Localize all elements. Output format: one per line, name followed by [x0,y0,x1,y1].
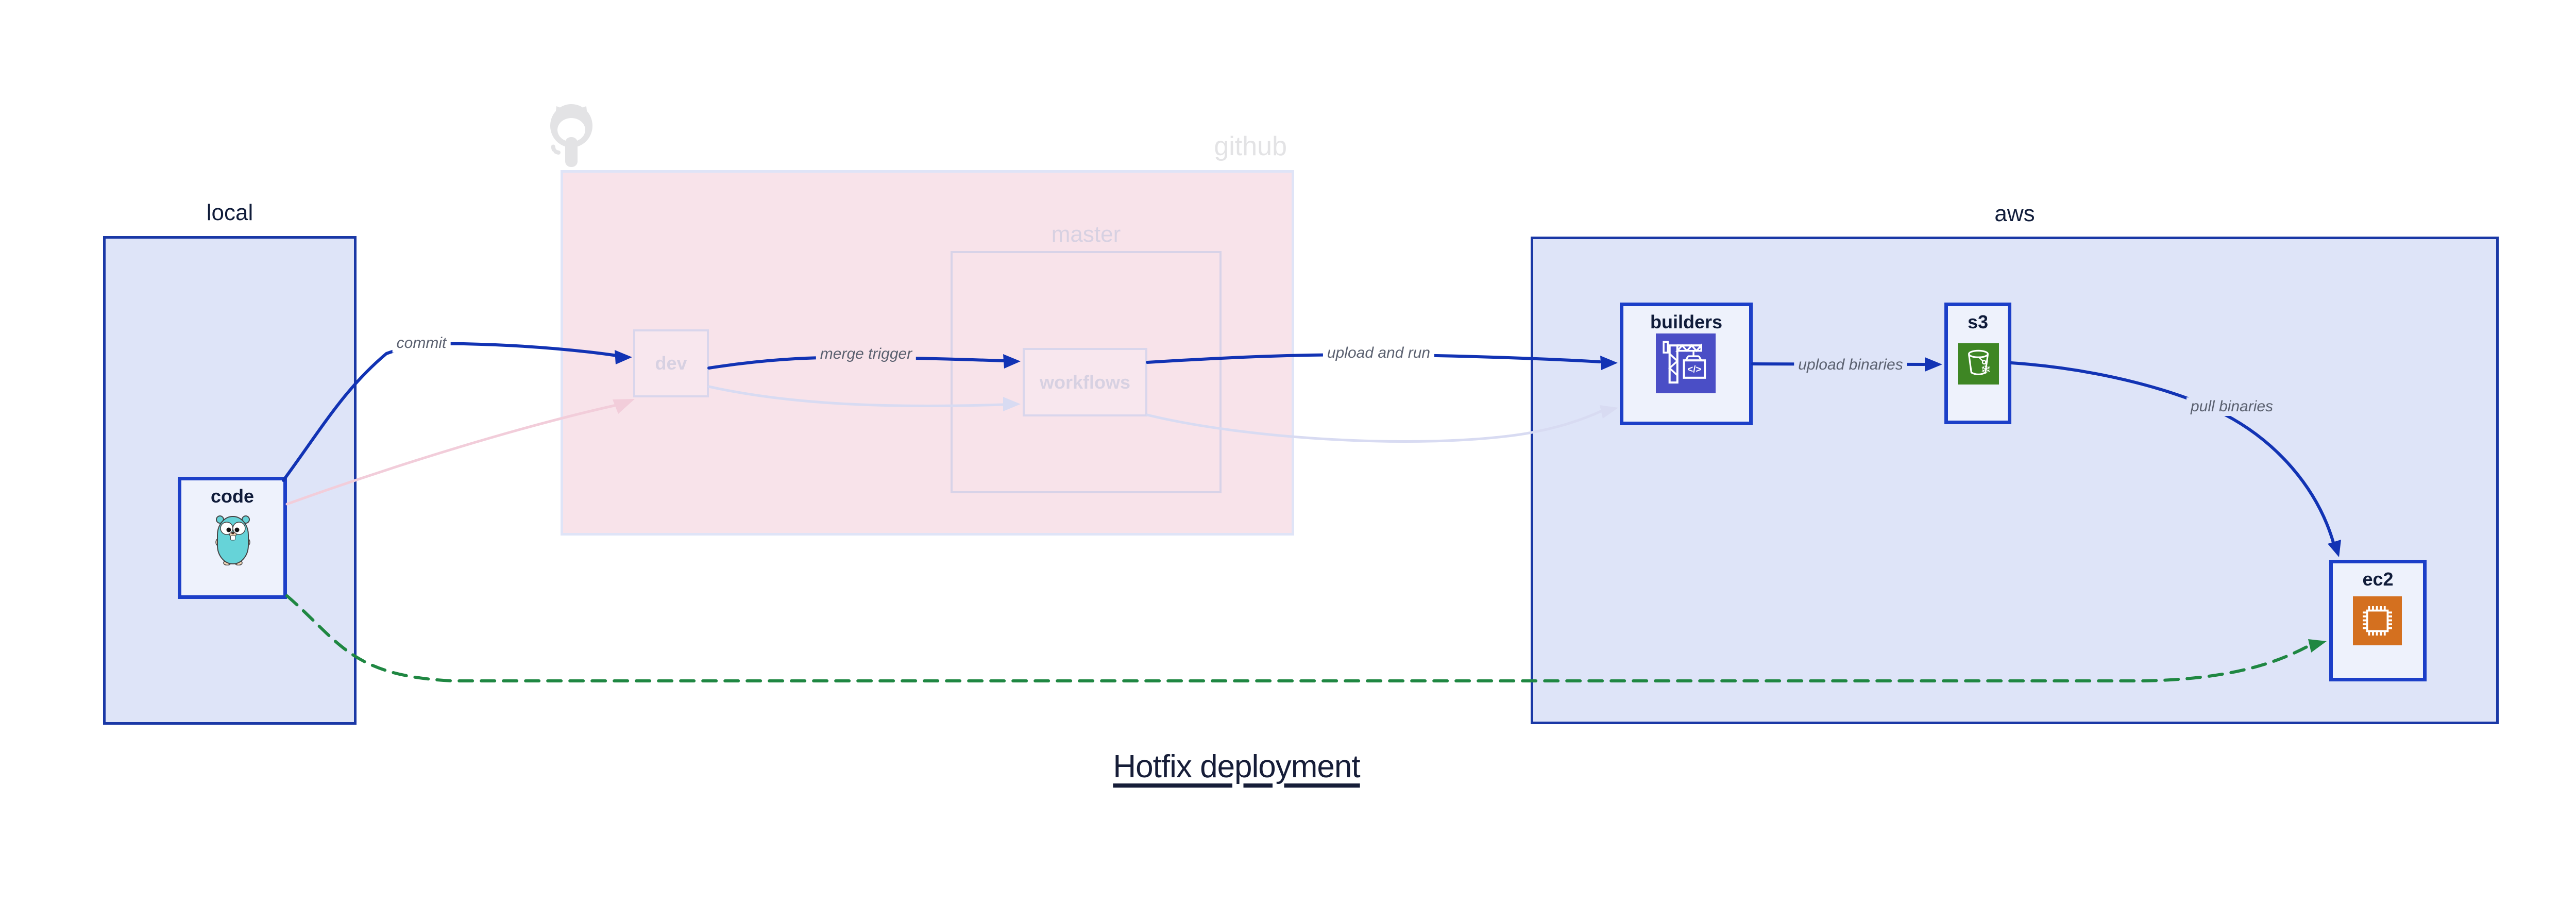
node-code-label: code [210,486,255,507]
s3-glacier-bucket-icon: ❄ [1958,343,1999,385]
glacier-snowflake-glyph: ❄ [1980,363,1991,377]
node-builders-label: builders [1650,311,1723,332]
node-workflows: workflows [1023,348,1147,416]
node-code: code [178,477,287,599]
local-container-label: local [206,200,253,225]
codebuild-crane-icon: </> [1656,333,1716,393]
node-ec2-label: ec2 [2362,569,2394,590]
edge-label-upload-binaries: upload binaries [1794,356,1907,374]
aws-container-label: aws [1994,201,2035,226]
builders-code-glyph: </> [1687,363,1701,374]
edge-label-upload-and-run: upload and run [1323,344,1435,362]
github-container-label: github [1214,131,1287,161]
node-dev-branch: dev [633,329,709,397]
node-ec2: ec2 [2329,560,2427,681]
edge-label-commit: commit [392,334,451,353]
edge-label-pull-binaries: pull binaries [2186,397,2278,416]
node-workflows-label: workflows [1039,371,1131,393]
github-octocat-icon [550,104,592,167]
ec2-chip-icon [2353,596,2402,645]
node-s3-label: s3 [1967,311,1989,332]
edge-label-merge-trigger: merge trigger [816,345,917,363]
node-dev-label: dev [655,353,687,374]
node-builders: builders </> [1620,303,1753,425]
go-gopher-icon [215,515,250,565]
master-branch-label: master [1051,222,1121,247]
node-s3: s3 ❄ [1944,303,2011,424]
diagram-title: Hotfix deployment [1113,749,1360,784]
